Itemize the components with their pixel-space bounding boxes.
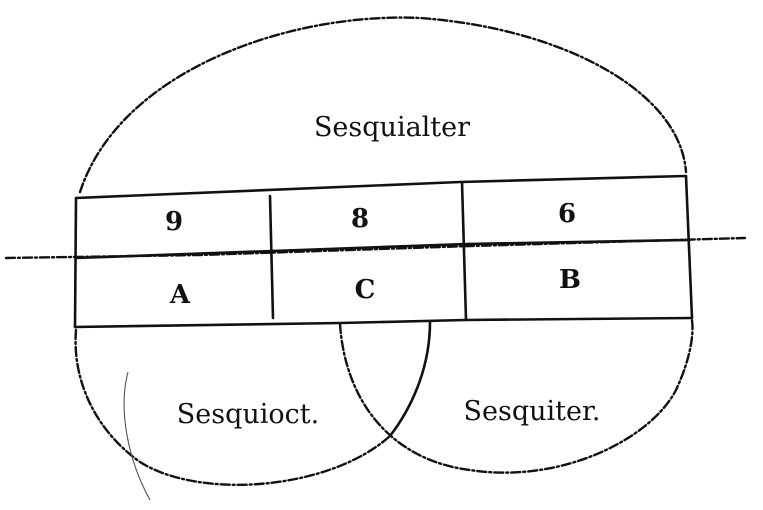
cell-letter-3: B: [559, 265, 581, 295]
table-col-divider-2: [460, 180, 468, 322]
arc-sesquiter: [338, 318, 694, 474]
cell-letter-2: C: [355, 275, 376, 305]
table-col-divider-1: [268, 194, 275, 320]
table-left-border: [73, 196, 78, 329]
table-right-border: [684, 174, 694, 320]
arc-inner-right: [388, 320, 432, 438]
arc-sesquialter: [78, 16, 688, 194]
cell-number-2: 8: [351, 204, 369, 234]
label-sesquialter: Sesquialter: [314, 112, 470, 143]
arc-sesquioct: [74, 328, 392, 487]
stray-stroke: [123, 371, 151, 501]
table-row-divider: [74, 238, 692, 260]
cell-number-1: 9: [165, 207, 183, 237]
label-sesquioct: Sesquioct.: [177, 399, 319, 430]
cell-number-3: 6: [558, 199, 576, 229]
table-bottom-border: [73, 316, 694, 329]
table-top-border: [74, 174, 688, 200]
label-sesquiter: Sesquiter.: [464, 396, 601, 427]
cell-letter-1: A: [169, 280, 191, 310]
